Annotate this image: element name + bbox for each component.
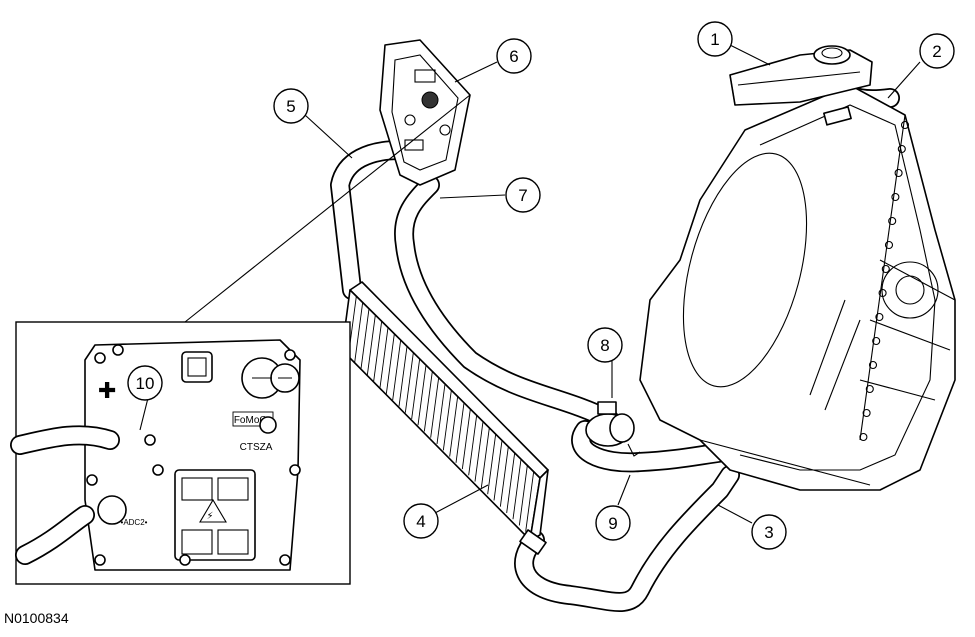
inset-bolt bbox=[152, 464, 164, 476]
transaxle-bolt bbox=[888, 216, 897, 226]
figure-id: N0100834 bbox=[4, 610, 69, 626]
radiator-fin bbox=[379, 327, 389, 388]
svg-text:✚: ✚ bbox=[98, 379, 116, 404]
transaxle-bolt bbox=[891, 192, 900, 202]
inset-bolt bbox=[279, 554, 291, 566]
radiator-fin bbox=[442, 390, 452, 451]
radiator-fin bbox=[423, 371, 433, 432]
inset-bolt bbox=[86, 474, 98, 486]
callout-6-label: 6 bbox=[509, 47, 518, 66]
callout-bubble-5: 5 bbox=[273, 88, 309, 124]
radiator-fin bbox=[430, 377, 440, 438]
radiator-fin bbox=[398, 346, 408, 407]
transaxle-bolt bbox=[881, 264, 890, 274]
radiator-fin bbox=[493, 440, 503, 501]
leader-lines bbox=[139, 44, 921, 524]
inset-bolt bbox=[94, 352, 106, 364]
inset-connector-tag: •ADC2• bbox=[121, 518, 148, 527]
radiator-fin bbox=[506, 452, 516, 513]
transaxle-bolt bbox=[897, 144, 906, 154]
callout-4-label: 4 bbox=[416, 512, 425, 531]
inset-bolt bbox=[284, 349, 296, 361]
callout-bubble-4: 4 bbox=[403, 503, 439, 539]
inset-bolt bbox=[112, 344, 124, 356]
callout-bubble-8: 8 bbox=[587, 327, 623, 363]
coolant-hoses bbox=[330, 85, 900, 612]
radiator-fin bbox=[525, 471, 535, 532]
radiator-fin bbox=[385, 333, 395, 394]
callout-bubble-6: 6 bbox=[496, 38, 532, 74]
callout-1-label: 1 bbox=[710, 30, 719, 49]
radiator-fin bbox=[354, 302, 364, 363]
radiator-fin bbox=[411, 358, 421, 419]
radiator-fin bbox=[417, 365, 427, 426]
radiator-fin bbox=[366, 315, 376, 376]
callout-9-label: 9 bbox=[608, 514, 617, 533]
radiator-fin bbox=[392, 340, 402, 401]
radiator-fin bbox=[404, 352, 414, 413]
inset-bolt bbox=[179, 554, 191, 566]
callout-bubble-9: 9 bbox=[595, 505, 631, 541]
callout-10-label: 10 bbox=[136, 374, 155, 393]
svg-text:⚡: ⚡ bbox=[206, 511, 213, 522]
callout-3-label: 3 bbox=[764, 523, 773, 542]
inset-part-code: CTSZA bbox=[240, 442, 273, 453]
inset-bolt bbox=[289, 464, 301, 476]
pump-module bbox=[379, 39, 471, 186]
inset-brand-label: FoMoCo bbox=[234, 415, 273, 426]
radiator-fin bbox=[512, 459, 522, 520]
transaxle-bolt bbox=[868, 360, 878, 370]
radiator-fin bbox=[436, 383, 446, 445]
transaxle-bolt bbox=[875, 312, 884, 322]
inset-bolt bbox=[94, 554, 106, 566]
inset-bolt bbox=[144, 434, 156, 446]
callout-bubble-2: 2 bbox=[919, 33, 955, 69]
radiator-fin bbox=[499, 446, 509, 507]
degas-reservoir bbox=[729, 45, 873, 126]
callout-bubble-10: 10 bbox=[127, 365, 163, 401]
transaxle-bolt bbox=[862, 408, 871, 418]
radiator-fin bbox=[455, 402, 465, 463]
callout-bubble-1: 1 bbox=[697, 21, 733, 57]
transaxle-bolt bbox=[900, 120, 910, 130]
callout-bubble-3: 3 bbox=[751, 514, 787, 550]
radiator-fin bbox=[373, 321, 383, 382]
radiator-fin bbox=[474, 421, 484, 482]
coolant-pump bbox=[585, 401, 641, 457]
transaxle-bolt bbox=[884, 240, 894, 250]
callout-7-label: 7 bbox=[518, 186, 527, 205]
radiator-fin bbox=[468, 415, 478, 476]
radiator-fin bbox=[449, 396, 459, 457]
transaxle-bolt bbox=[894, 168, 903, 178]
radiator-fin bbox=[518, 465, 528, 526]
callout-bubble-7: 7 bbox=[505, 177, 541, 213]
radiator-fin bbox=[480, 427, 490, 488]
radiator-fin bbox=[461, 409, 471, 470]
radiator-fin bbox=[360, 308, 370, 369]
transaxle-bolt bbox=[872, 336, 881, 346]
radiator-fin bbox=[487, 434, 497, 495]
transaxle-bolt bbox=[865, 384, 874, 394]
transaxle bbox=[639, 84, 956, 491]
callout-5-label: 5 bbox=[286, 97, 295, 116]
inset-detail: ⚡ ✚ FoMoCo CTSZA •ADC2• bbox=[10, 321, 351, 585]
callout-2-label: 2 bbox=[932, 42, 941, 61]
callout-8-label: 8 bbox=[600, 336, 609, 355]
transaxle-bolt bbox=[859, 432, 868, 442]
